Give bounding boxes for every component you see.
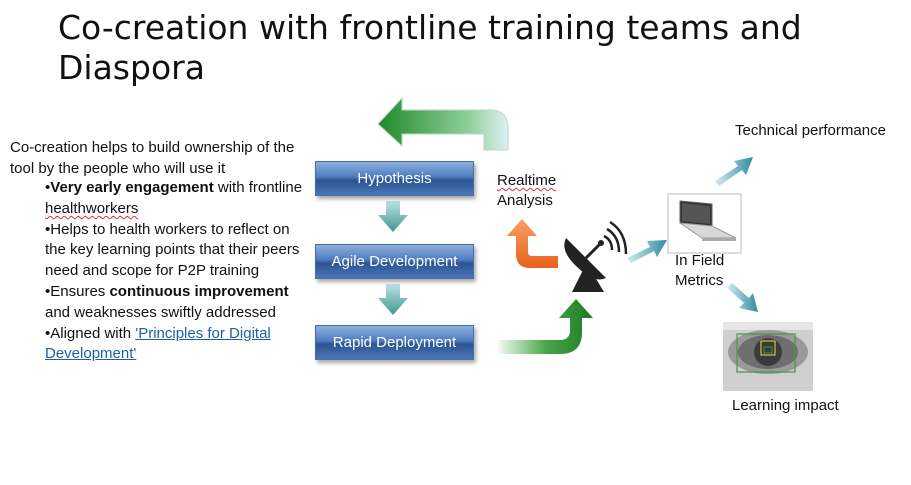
to-learning-arrow bbox=[727, 283, 758, 312]
metrics-label: Metrics bbox=[675, 271, 723, 291]
rapid-deployment-box: Rapid Deployment bbox=[315, 325, 474, 360]
down-arrow-1 bbox=[378, 201, 408, 232]
loop-back-arrow bbox=[378, 98, 508, 150]
laptop-icon bbox=[668, 194, 741, 253]
hypothesis-box: Hypothesis bbox=[315, 161, 474, 196]
in-field-label: In Field bbox=[675, 251, 724, 271]
learning-impact-label: Learning impact bbox=[732, 396, 839, 416]
satellite-dish-icon bbox=[564, 222, 626, 292]
analysis-label: Analysis bbox=[497, 191, 553, 211]
realtime-arrow bbox=[507, 219, 558, 268]
down-arrow-2 bbox=[378, 284, 408, 315]
to-technical-arrow bbox=[715, 157, 753, 186]
to-metrics-arrow bbox=[627, 240, 667, 263]
agile-development-box: Agile Development bbox=[315, 244, 474, 279]
deploy-arrow bbox=[498, 299, 593, 354]
eye-tracking-image bbox=[723, 322, 813, 391]
realtime-label: Realtime bbox=[497, 171, 556, 191]
technical-performance-label: Technical performance bbox=[735, 121, 886, 141]
